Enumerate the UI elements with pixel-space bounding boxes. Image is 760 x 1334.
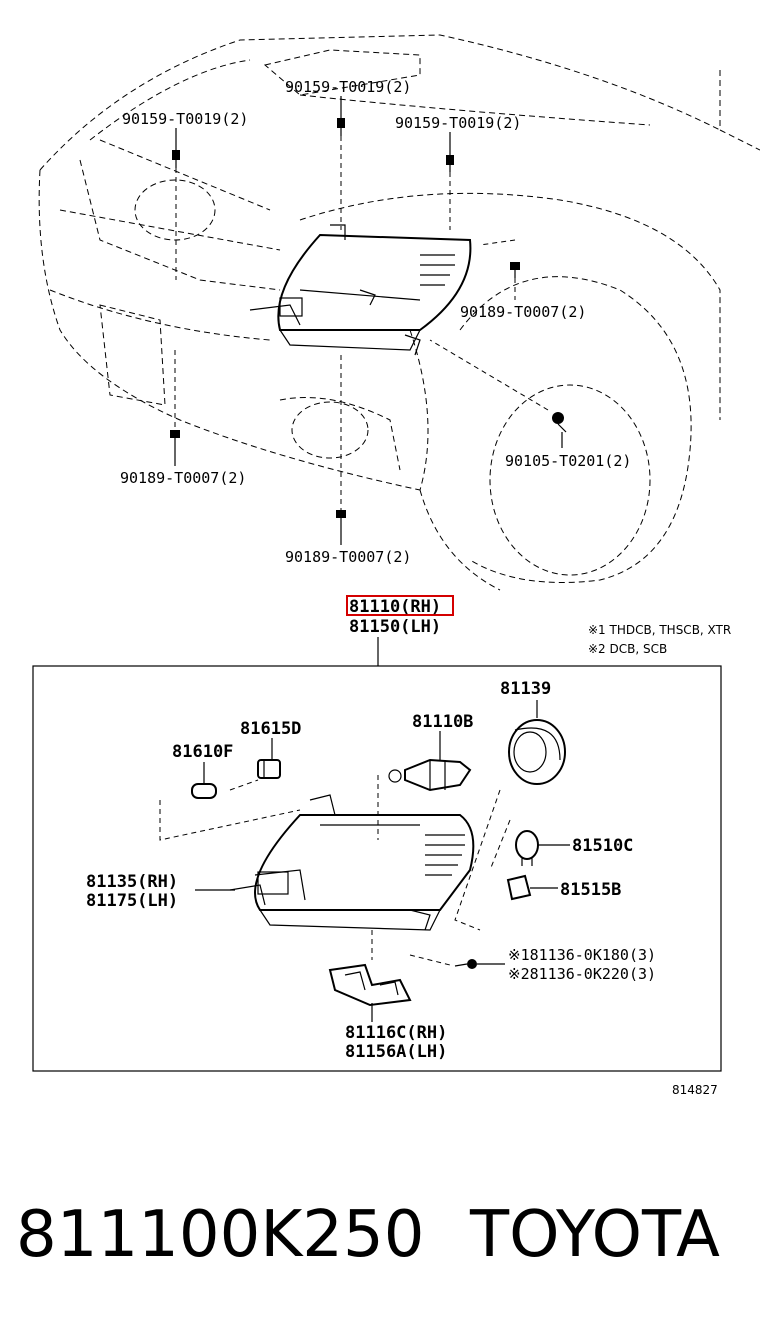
headlamp-housing-icon (229, 794, 475, 931)
label-bolt-top-left: 90159-T0019(2) (122, 110, 248, 128)
footer-part-number: 811100K250 (16, 1198, 424, 1272)
label-main-bulb: 81110B (412, 712, 473, 732)
label-side-socket: 81515B (560, 880, 621, 900)
label-socket-cover: 81139 (500, 679, 551, 699)
label-clip-right: 90189-T0007(2) (460, 303, 586, 321)
label-screw-2: ※281136-0K220(3) (508, 965, 656, 983)
label-side-bulb: 81510C (572, 836, 633, 856)
bolt-icon (446, 155, 454, 172)
label-small-bulb: 81610F (172, 742, 233, 762)
vehicle-fasteners (170, 118, 567, 526)
label-clip-bottom: 90189-T0007(2) (285, 548, 411, 566)
small-socket-icon (257, 759, 281, 779)
side-socket-icon (506, 874, 532, 901)
label-bracket-rh: 81116C(RH) (345, 1023, 447, 1043)
footer-brand: TOYOTA (469, 1198, 720, 1272)
figure-code: 814827 (672, 1083, 718, 1097)
label-small-socket: 81615D (240, 719, 301, 739)
note-2: ※2 DCB, SCB (588, 642, 667, 656)
label-bolt-top-center: 90159-T0019(2) (285, 78, 411, 96)
bracket-icon (328, 963, 412, 1007)
label-screw-1: ※181136-0K180(3) (508, 946, 656, 964)
assembly-lh: 81150(LH) (349, 617, 441, 637)
clip-icon (510, 262, 520, 278)
label-housing-rh: 81135(RH) (86, 872, 178, 892)
vehicle-headlamp (249, 224, 472, 356)
bolt-icon (337, 118, 345, 136)
label-clip-left: 90189-T0007(2) (120, 469, 246, 487)
top-leaders (174, 96, 563, 545)
small-bulb-icon (191, 783, 217, 799)
label-bracket-lh: 81156A(LH) (345, 1042, 447, 1062)
assembly-rh: 81110(RH) (349, 597, 441, 617)
highlight-box (346, 595, 454, 616)
screw-icon (454, 959, 477, 969)
bolt-icon (172, 150, 180, 168)
label-housing-lh: 81175(LH) (86, 891, 178, 911)
exploded-view-frame (32, 665, 722, 1072)
screw-icon (552, 412, 567, 433)
note-1: ※1 THDCB, THSCB, XTR (588, 623, 731, 637)
label-screw-right: 90105-T0201(2) (505, 452, 631, 470)
clip-icon (170, 430, 180, 446)
clip-icon (336, 510, 346, 526)
main-bulb-icon (388, 758, 472, 792)
socket-cover-icon (508, 719, 566, 785)
label-bolt-top-right: 90159-T0019(2) (395, 114, 521, 132)
side-bulb-icon (515, 830, 539, 866)
